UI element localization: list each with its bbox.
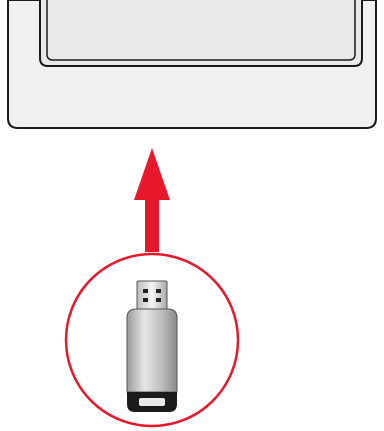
device-bottom-edge-icon (8, 0, 376, 128)
arrow-up-icon (134, 148, 170, 252)
